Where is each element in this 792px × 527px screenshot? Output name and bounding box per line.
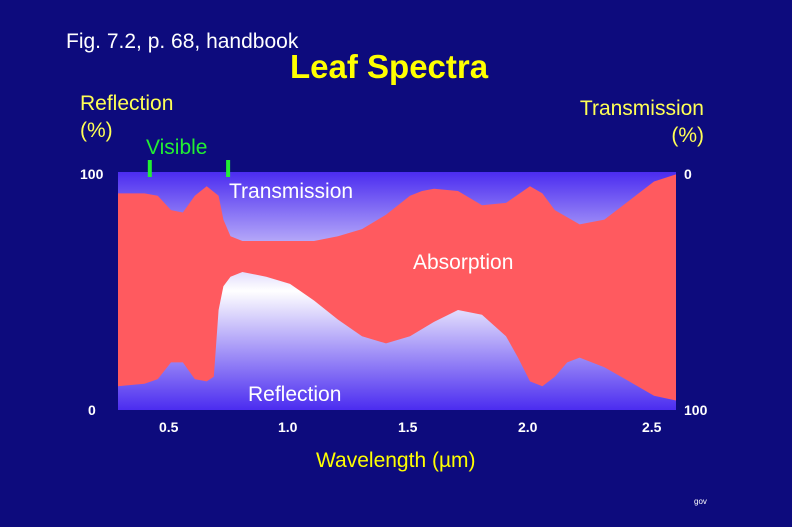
chart-title: Leaf Spectra bbox=[290, 48, 489, 85]
reflection-region-label: Reflection bbox=[248, 383, 342, 406]
figure-reference: Fig. 7.2, p. 68, handbook bbox=[66, 30, 299, 53]
y-axis-right-label-line1: Transmission bbox=[579, 97, 704, 120]
visible-band-start-marker bbox=[147, 160, 152, 177]
y-axis-right-label: Transmission (%) bbox=[540, 95, 704, 149]
x-tick-2.5: 2.5 bbox=[642, 419, 662, 435]
credit-text: gov bbox=[694, 497, 707, 506]
y-axis-right-label-line2: (%) bbox=[671, 124, 704, 147]
x-tick-1.5: 1.5 bbox=[398, 419, 418, 435]
x-tick-2.0: 2.0 bbox=[518, 419, 538, 435]
visible-band-end-marker bbox=[226, 160, 231, 177]
y-tick-right-100: 100 bbox=[684, 402, 708, 418]
x-axis-label: Wavelength (µm) bbox=[316, 449, 476, 472]
transmission-region-label: Transmission bbox=[229, 180, 354, 203]
y-axis-left-label: Reflection (%) bbox=[80, 90, 173, 144]
absorption-region bbox=[118, 174, 676, 401]
visible-band-label: Visible bbox=[146, 136, 208, 159]
y-axis-left-label-line2: (%) bbox=[80, 119, 113, 142]
absorption-region-label: Absorption bbox=[413, 251, 514, 274]
x-tick-1.0: 1.0 bbox=[278, 419, 298, 435]
y-tick-left-100: 100 bbox=[80, 166, 104, 182]
x-tick-0.5: 0.5 bbox=[159, 419, 179, 435]
y-tick-right-0: 0 bbox=[684, 166, 692, 182]
y-tick-left-0: 0 bbox=[88, 402, 96, 418]
y-axis-left-label-line1: Reflection bbox=[80, 92, 174, 115]
